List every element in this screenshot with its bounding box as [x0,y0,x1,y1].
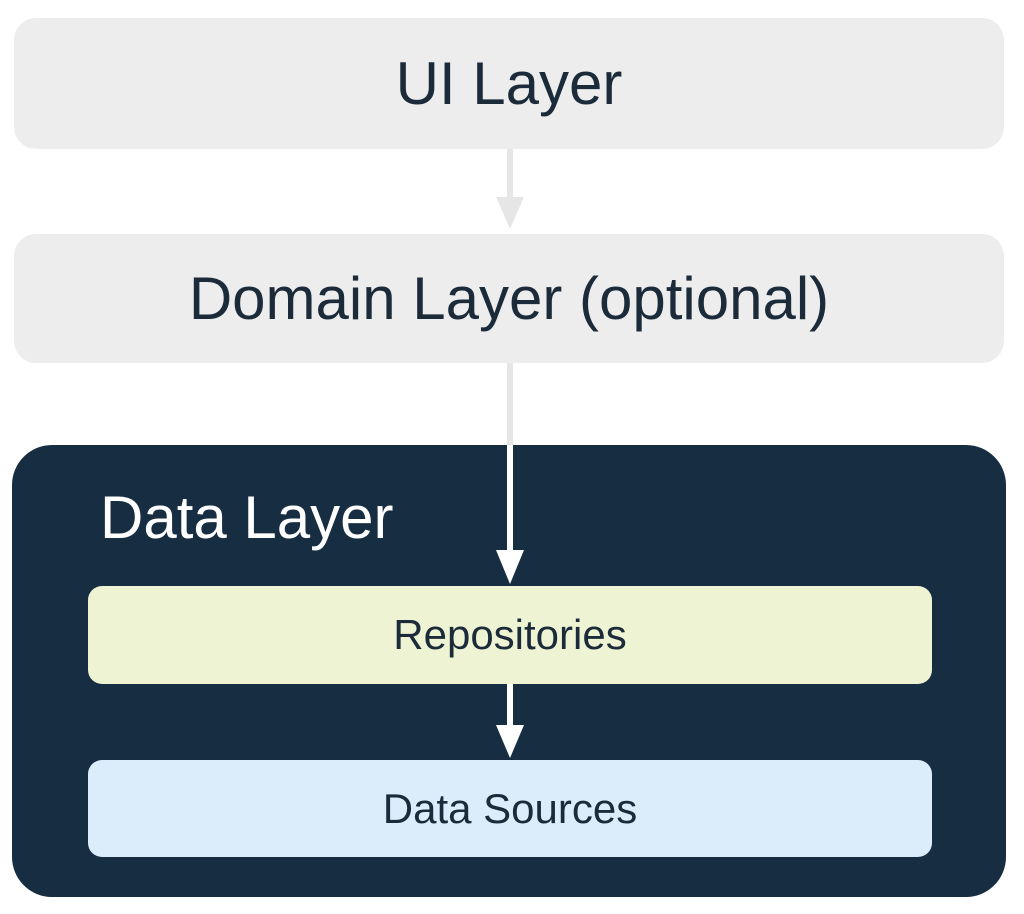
data-layer-title: Data Layer [100,484,394,551]
data-sources-box: Data Sources [88,760,932,857]
ui-layer-box: UI Layer [14,18,1004,149]
repositories-label: Repositories [393,611,627,658]
data-sources-label: Data Sources [382,784,638,832]
domain-layer-box: Domain Layer (optional) [14,234,1004,363]
repositories-box: Repositories [88,586,932,684]
arrow-ui-to-domain [496,149,524,229]
domain-layer-label: Domain Layer (optional) [188,265,830,332]
ui-layer-label: UI Layer [395,50,623,117]
